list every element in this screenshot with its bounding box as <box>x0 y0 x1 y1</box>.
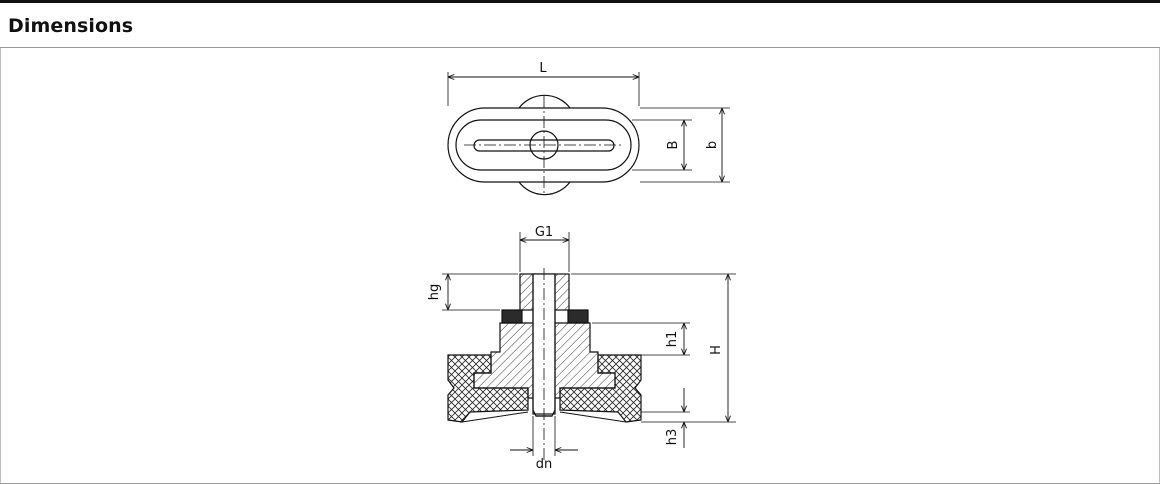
cup-left <box>447 354 529 423</box>
boss-top-arc <box>518 94 571 109</box>
dim-label-hg: hg <box>427 284 442 301</box>
cup-right <box>559 354 642 423</box>
dim-label-G1: G1 <box>535 225 553 240</box>
seal-ring-left <box>501 309 523 324</box>
top-rule <box>0 0 1160 3</box>
boss-bottom-arc <box>518 181 571 196</box>
section-view <box>447 268 642 460</box>
inner-oval <box>455 119 632 171</box>
dim-label-h1: h1 <box>665 331 680 348</box>
dim-label-h3: h3 <box>665 429 680 446</box>
dim-label-H: H <box>709 345 724 355</box>
seal-ring-right <box>567 309 589 324</box>
section-dimensions <box>442 232 736 456</box>
dim-label-dn: dn <box>536 457 553 472</box>
section-title: Dimensions <box>8 15 134 37</box>
top-view <box>447 72 730 196</box>
dim-label-b: b <box>705 141 720 149</box>
dim-label-B: B <box>666 141 681 150</box>
outer-oval <box>447 107 640 183</box>
section-header: Dimensions <box>0 3 1160 48</box>
dim-label-L: L <box>539 61 547 76</box>
